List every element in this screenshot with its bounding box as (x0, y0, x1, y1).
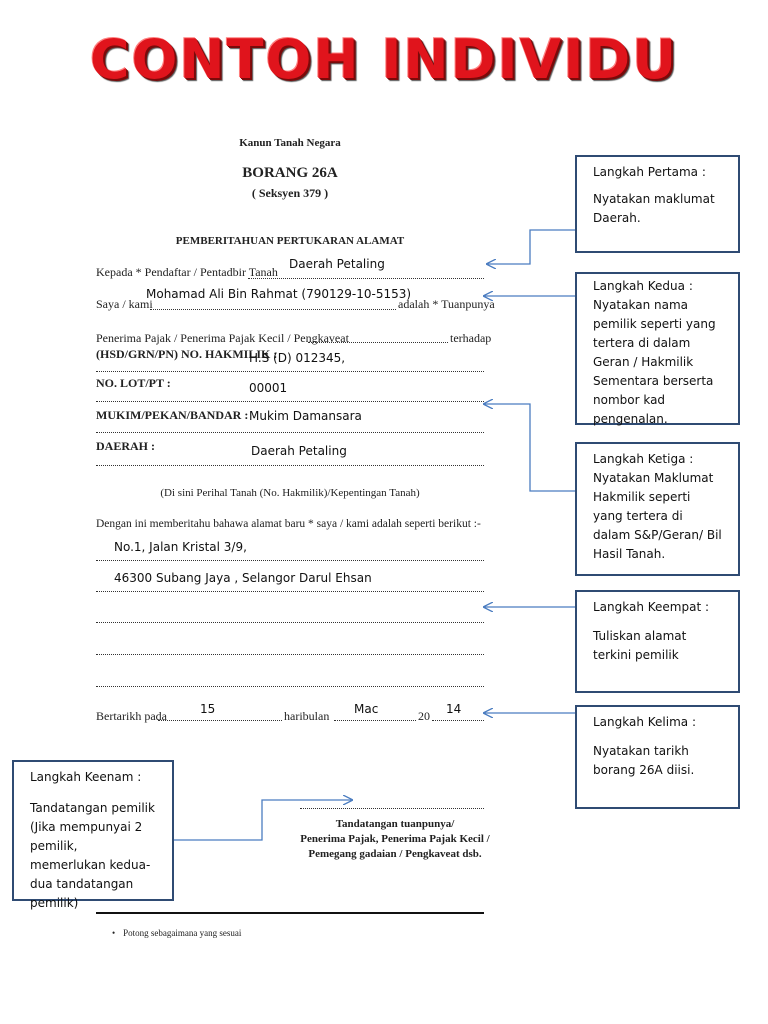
lot-label: NO. LOT/PT : (96, 376, 171, 390)
holder-label: Penerima Pajak / Penerima Pajak Kecil / … (96, 331, 349, 345)
address-dots-1 (96, 560, 484, 561)
form-number: BORANG 26A (242, 165, 338, 181)
month-line (334, 720, 416, 721)
form-heading: PEMBERITAHUAN PERTUKARAN ALAMAT (175, 235, 405, 247)
lot-line (96, 401, 484, 402)
signature-caption-2: Penerima Pajak, Penerima Pajak Kecil / (300, 833, 490, 845)
holder-line (308, 342, 448, 343)
step-3-body: Nyatakan Maklumat Hakmilik seperti yang … (593, 471, 722, 561)
step-4-body: Tuliskan alamat terkini pemilik (593, 629, 687, 662)
to-value[interactable]: Daerah Petaling (289, 257, 385, 271)
form-section: ( Seksyen 379 ) (251, 186, 329, 200)
month-value[interactable]: Mac (354, 702, 379, 716)
address-line-1[interactable]: No.1, Jalan Kristal 3/9, (114, 540, 247, 554)
step-box-2: Langkah Kedua : Nyatakan nama pemilik se… (575, 272, 740, 426)
address-line-2[interactable]: 46300 Subang Jaya , Selangor Darul Ehsan (114, 571, 372, 585)
district-line (96, 465, 484, 466)
year-value[interactable]: 14 (446, 702, 462, 716)
owner-name-value[interactable]: Mohamad Ali Bin Rahmat (790129-10-5153) (146, 287, 412, 301)
signature-caption-1: Tandatangan tuanpunya/ (335, 818, 455, 830)
step-box-5: Langkah Kelima : Nyatakan tarikh borang … (575, 705, 740, 809)
step-4-title: Langkah Keempat : (593, 600, 710, 614)
step-6-title: Langkah Keenam : (30, 770, 142, 784)
step-1-title: Langkah Pertama : (593, 165, 706, 179)
signature-caption: Tandatangan tuanpunya/ Penerima Pajak, P… (290, 817, 500, 862)
district-label: DAERAH : (96, 439, 155, 453)
signature-line (300, 808, 484, 809)
footnote-text: Potong sebagaimana yang sesuai (123, 928, 242, 938)
to-line (248, 278, 484, 279)
notice-text: Dengan ini memberitahu bahawa alamat bar… (96, 518, 481, 530)
holder-suffix: terhadap (450, 331, 492, 345)
address-dots-3 (96, 622, 484, 623)
act-name: Kanun Tanah Negara (239, 137, 341, 149)
arrow-step-3 (484, 404, 576, 492)
step-box-3: Langkah Ketiga : Nyatakan Maklumat Hakmi… (575, 442, 740, 576)
dated-label: Bertarikh pada (96, 709, 167, 723)
day-line (158, 720, 282, 721)
mukim-line (96, 432, 484, 433)
step-box-1: Langkah Pertama : Nyatakan maklumat Daer… (575, 155, 740, 253)
step-box-4: Langkah Keempat : Tuliskan alamat terkin… (575, 590, 740, 693)
address-dots-5 (96, 686, 484, 687)
step-5-title: Langkah Kelima : (593, 715, 696, 729)
page-title: CONTOH INDIVIDU (89, 28, 679, 91)
day-value[interactable]: 15 (200, 702, 216, 716)
title-value[interactable]: H.S (D) 012345, (249, 351, 346, 365)
arrow-step-6 (173, 800, 352, 841)
mukim-label: MUKIM/PEKAN/BANDAR : (96, 408, 249, 422)
arrow-step-1 (487, 229, 576, 264)
step-2-body: Nyatakan nama pemilik seperti yang terte… (593, 298, 716, 426)
step-2-title: Langkah Kedua : (593, 279, 693, 293)
mukim-value[interactable]: Mukim Damansara (249, 409, 362, 423)
address-dots-2 (96, 591, 484, 592)
signature-caption-3: Pemegang gadaian / Pengkaveat dsb. (308, 848, 482, 860)
district-value[interactable]: Daerah Petaling (251, 444, 347, 458)
step-box-6: Langkah Keenam : Tandatangan pemilik (Ji… (12, 760, 174, 910)
footer-divider (96, 912, 484, 914)
i-label: Saya / kami (96, 297, 153, 311)
year-line (432, 720, 484, 721)
footnote: • Potong sebagaimana yang sesuai (112, 928, 241, 938)
step-5-body: Nyatakan tarikh borang 26A diisi. (593, 744, 695, 777)
i-suffix: adalah * Tuanpunya (398, 297, 495, 311)
title-line (96, 371, 484, 372)
to-label: Kepada * Pendaftar / Pentadbir Tanah (96, 265, 278, 279)
day-suffix: haribulan (284, 709, 330, 723)
step-3-title: Langkah Ketiga : (593, 452, 694, 466)
lot-value[interactable]: 00001 (249, 381, 288, 395)
bullet-icon: • (112, 928, 116, 938)
address-dots-4 (96, 654, 484, 655)
step-6-body: Tandatangan pemilik (Jika mempunyai 2 pe… (30, 801, 155, 910)
title-label: (HSD/GRN/PN) NO. HAKMILIK : (96, 347, 278, 361)
land-note: (Di sini Perihal Tanah (No. Hakmilik)/Ke… (160, 487, 420, 499)
i-line (150, 309, 396, 310)
year-prefix: 20 (418, 709, 430, 723)
step-1-body: Nyatakan maklumat Daerah. (593, 192, 715, 225)
